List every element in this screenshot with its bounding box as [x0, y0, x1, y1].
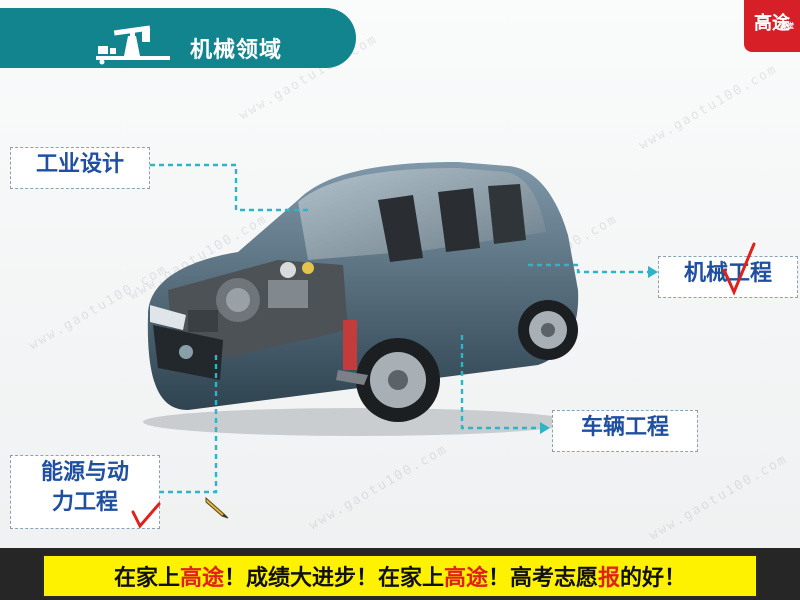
slogan-highlight: 报: [598, 566, 621, 591]
brand-logo: 高途 课堂: [744, 0, 800, 52]
checkmark-icon: [131, 502, 161, 529]
label-industrial-design: 工业设计: [10, 147, 150, 189]
header-ribbon: 机械领域: [0, 8, 356, 68]
checkmark-icon: [722, 242, 756, 296]
watermark: www.gaotu100.com: [306, 441, 451, 534]
label-text: 工业设计: [35, 152, 124, 177]
label-vehicle-engineering: 车辆工程: [552, 410, 698, 452]
slogan-highlight: 高途: [443, 566, 488, 591]
slogan-part: 在家上: [113, 566, 180, 591]
label-text-line2: 力工程: [51, 490, 118, 515]
page-title: 机械领域: [190, 38, 283, 63]
brand-sub: 课堂: [780, 22, 794, 30]
slogan-part: ！高考志愿: [488, 566, 599, 591]
oil-pump-icon: [96, 25, 170, 65]
label-text: 车辆工程: [580, 415, 669, 440]
bottom-banner: 在家上高途！成绩大进步！在家上高途！高考志愿报的好！: [0, 548, 800, 600]
brand-name: 高途: [754, 13, 790, 34]
slogan-highlight: 高途: [179, 566, 224, 591]
car-cutaway-image: [143, 162, 579, 436]
label-text-line1: 能源与动: [40, 460, 129, 485]
watermark: www.gaotu100.com: [646, 451, 791, 544]
slogan-part: 的好！: [620, 566, 687, 591]
label-mechanical-engineering: 机械工程: [658, 256, 798, 298]
slogan: 在家上高途！成绩大进步！在家上高途！高考志愿报的好！: [42, 554, 758, 598]
slogan-part: ！成绩大进步！在家上: [223, 566, 444, 591]
pencil-cursor-icon: [205, 496, 229, 519]
watermark: www.gaotu100.com: [636, 61, 781, 154]
